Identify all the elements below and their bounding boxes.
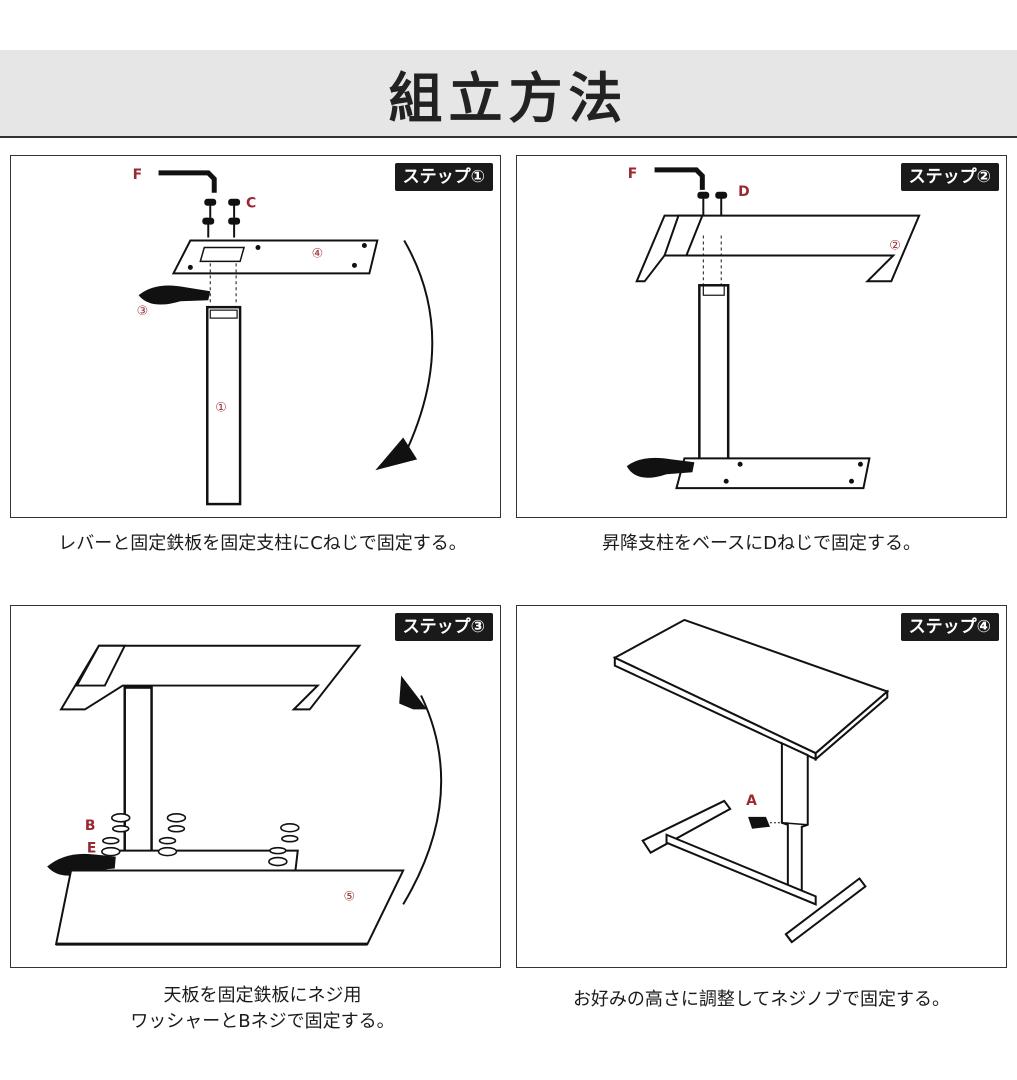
step2-label-screws: D bbox=[738, 184, 750, 200]
lift-post bbox=[698, 284, 730, 476]
step1-label-screws: C bbox=[246, 196, 256, 212]
t-base bbox=[635, 214, 921, 283]
lever-handle-icon bbox=[47, 853, 116, 876]
t-base bbox=[59, 644, 362, 711]
step4-caption: お好みの高さに調整してネジノブで固定する。 bbox=[572, 989, 951, 1010]
table-top-board bbox=[54, 869, 405, 946]
step2-label-wrench: F bbox=[628, 166, 638, 182]
step1-panel: F C ④ ③ ① ステップ① bbox=[10, 155, 501, 518]
screw-knob-icon bbox=[748, 816, 770, 829]
screw-icon bbox=[202, 198, 241, 238]
step3-label-washers: E bbox=[87, 841, 97, 857]
fixing-plate bbox=[171, 239, 379, 275]
screw-icon bbox=[101, 813, 300, 867]
step3-badge: ステップ③ bbox=[394, 613, 493, 641]
support-post bbox=[123, 686, 153, 878]
step4-illustration: A bbox=[612, 618, 890, 944]
alignment-guides bbox=[209, 263, 237, 306]
lever-handle-icon bbox=[138, 285, 211, 305]
step2-illustration: F D ② bbox=[626, 166, 921, 490]
step3-illustration: B E ⑤ bbox=[47, 644, 443, 946]
page-title: 組立方法 bbox=[388, 66, 629, 130]
rotate-arrow bbox=[403, 240, 434, 450]
step1-label-lever: ③ bbox=[137, 304, 149, 319]
lift-post bbox=[780, 741, 809, 898]
hex-wrench-icon bbox=[158, 170, 217, 193]
arrow-head-icon bbox=[375, 437, 418, 471]
step4-label-knob: A bbox=[746, 793, 757, 809]
hex-wrench-icon bbox=[654, 167, 705, 190]
step4-badge: ステップ④ bbox=[900, 613, 999, 641]
step3-label-board: ⑤ bbox=[344, 889, 356, 904]
step1-illustration: F C ④ ③ ① bbox=[133, 167, 434, 506]
support-post bbox=[206, 305, 242, 506]
title-bar: 組立方法 bbox=[0, 50, 1017, 138]
step1-label-plate: ④ bbox=[312, 246, 324, 261]
step4-panel: A ステップ④ bbox=[516, 605, 1007, 968]
alignment-guides bbox=[702, 235, 722, 286]
step3-panel: B E ⑤ ステップ③ bbox=[10, 605, 501, 968]
step1-badge: ステップ① bbox=[394, 163, 493, 191]
step3-caption-line2: ワッシャーとBネジで固定する。 bbox=[130, 1011, 395, 1032]
step2-panel: F D ② ステップ② bbox=[516, 155, 1007, 518]
step2-badge: ステップ② bbox=[900, 163, 999, 191]
step1-label-post: ① bbox=[215, 401, 227, 416]
t-base bbox=[641, 799, 732, 854]
base-plate bbox=[675, 457, 871, 490]
lever-handle-icon bbox=[626, 457, 695, 478]
step2-label-base: ② bbox=[889, 238, 901, 253]
step1-caption: レバーと固定鉄板を固定支柱にCねじで固定する。 bbox=[58, 533, 467, 554]
arrow-head-icon bbox=[399, 675, 428, 710]
step3-caption-line1: 天板を固定鉄板にネジ用 bbox=[163, 985, 362, 1006]
step3-label-screws: B bbox=[85, 818, 96, 834]
step1-label-wrench: F bbox=[133, 167, 142, 183]
rotate-arrow bbox=[402, 695, 443, 905]
step3-caption: 天板を固定鉄板にネジ用 ワッシャーとBネジで固定する。 bbox=[10, 983, 515, 1035]
step2-caption: 昇降支柱をベースにDねじで固定する。 bbox=[602, 533, 921, 554]
